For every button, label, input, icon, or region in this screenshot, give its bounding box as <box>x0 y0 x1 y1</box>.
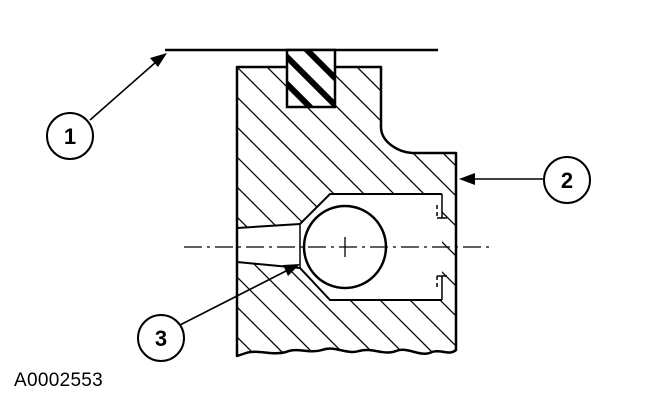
bore-outline <box>236 193 442 301</box>
bore-hidden-edges <box>436 194 447 300</box>
valve-body-outline <box>235 65 458 358</box>
callout-3: 3 <box>137 314 185 362</box>
callout-1-arrowhead <box>150 53 167 67</box>
figure-id-label: A0002553 <box>14 370 104 391</box>
callout-3-leader <box>179 270 287 326</box>
callout-1: 1 <box>46 112 94 160</box>
seal-ring-section <box>285 48 337 109</box>
callout-3-number: 3 <box>155 326 167 351</box>
callout-2-number: 2 <box>561 168 573 193</box>
callout-2-arrowhead <box>459 173 475 185</box>
callout-3-arrowhead <box>283 264 300 276</box>
callout-2: 2 <box>543 156 591 204</box>
callout-1-number: 1 <box>64 124 76 149</box>
callout-1-leader <box>89 61 157 121</box>
